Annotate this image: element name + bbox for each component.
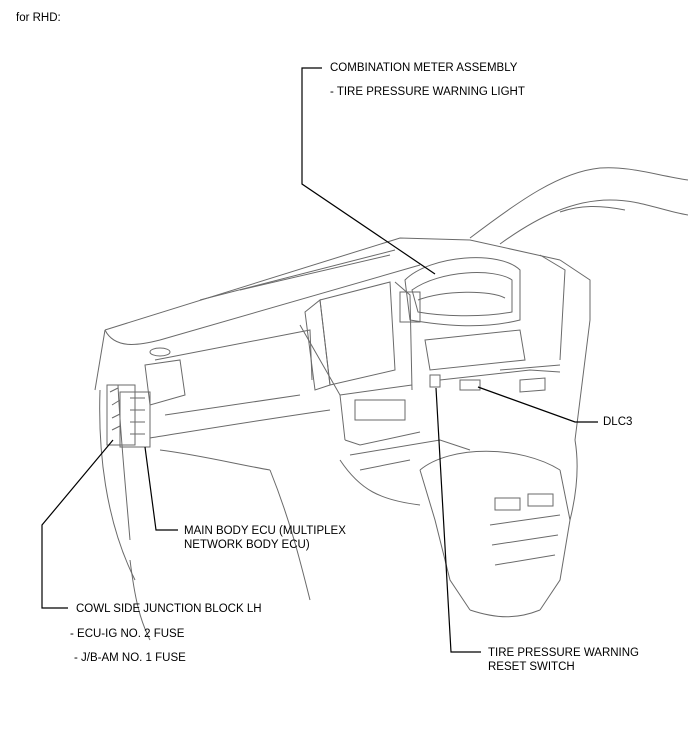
dashboard-sketch: [94, 167, 688, 641]
tire-reset-line2: RESET SWITCH: [488, 661, 575, 673]
combination-meter-sub: - TIRE PRESSURE WARNING LIGHT: [330, 86, 525, 98]
main-body-ecu-line1: MAIN BODY ECU (MULTIPLEX: [184, 525, 346, 537]
tire-reset-callout: TIRE PRESSURE WARNING RESET SWITCH: [488, 646, 639, 674]
dlc3-callout: DLC3: [603, 416, 633, 428]
main-body-ecu-line2: NETWORK BODY ECU): [184, 539, 310, 551]
cowl-side-sub1: - ECU-IG NO. 2 FUSE: [70, 628, 185, 640]
tire-reset-line1: TIRE PRESSURE WARNING: [488, 647, 640, 659]
cowl-side-title: COWL SIDE JUNCTION BLOCK LH: [76, 603, 262, 615]
leader-lines: [41, 67, 598, 653]
cowl-side-sub2: - J/B-AM NO. 1 FUSE: [74, 652, 186, 664]
header-label: for RHD:: [16, 12, 61, 24]
main-body-ecu-callout: MAIN BODY ECU (MULTIPLEX NETWORK BODY EC…: [184, 524, 346, 552]
combination-meter-title: COMBINATION METER ASSEMBLY: [330, 62, 518, 74]
combination-meter-callout: COMBINATION METER ASSEMBLY - TIRE PRESSU…: [330, 61, 525, 99]
cowl-side-callout: COWL SIDE JUNCTION BLOCK LH - ECU-IG NO.…: [70, 602, 262, 665]
